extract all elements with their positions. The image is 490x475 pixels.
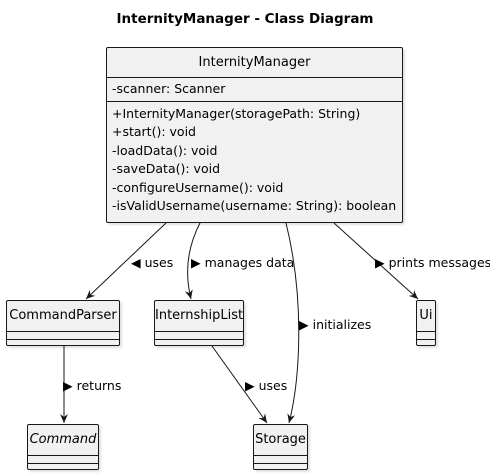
method: -isValidUsername(username: String): bool… xyxy=(112,198,397,213)
class-name: InternshipList xyxy=(155,308,244,323)
fields-section: -scanner: Scanner xyxy=(107,77,402,101)
class-name: Storage xyxy=(255,432,306,447)
class-storage[interactable]: Storage xyxy=(253,424,308,470)
fields-section xyxy=(7,331,119,339)
class-internity-manager[interactable]: InternityManager -scanner: Scanner +Inte… xyxy=(106,47,403,223)
fields-section xyxy=(417,331,435,339)
class-name: Command xyxy=(29,432,97,447)
methods-section xyxy=(254,463,307,464)
class-command[interactable]: Command xyxy=(27,424,99,470)
fields-section xyxy=(254,455,307,463)
direction-arrow-icon: ▶ xyxy=(63,378,73,393)
edge-initializes xyxy=(285,222,300,424)
label-manages-data: ▶ manages data xyxy=(191,255,295,270)
methods-section xyxy=(417,339,435,340)
method: -configureUsername(): void xyxy=(112,179,284,195)
class-name: InternityManager xyxy=(198,55,311,70)
edge-manages-data xyxy=(184,222,201,300)
direction-arrow-icon: ▶ xyxy=(375,255,385,270)
label-uses-command-parser: ◀ uses xyxy=(131,255,174,270)
methods-section xyxy=(155,339,243,340)
label-prints-messages: ▶ prints messages xyxy=(375,255,490,270)
direction-arrow-icon: ◀ xyxy=(131,255,141,270)
edge-uses-command-parser xyxy=(85,222,167,300)
class-ui[interactable]: Ui xyxy=(416,300,436,346)
methods-section: +InternityManager(storagePath: String) +… xyxy=(107,100,402,216)
label-initializes: ▶ initializes xyxy=(299,317,372,332)
class-internship-list[interactable]: InternshipList xyxy=(154,300,244,346)
field: -scanner: Scanner xyxy=(112,81,226,96)
methods-section xyxy=(7,339,119,340)
direction-arrow-icon: ▶ xyxy=(191,255,201,270)
fields-section xyxy=(155,331,243,339)
class-name: Ui xyxy=(419,308,433,323)
method: +start(): void xyxy=(112,124,196,139)
method: +InternityManager(storagePath: String) xyxy=(112,105,361,121)
direction-arrow-icon: ▶ xyxy=(245,378,255,393)
direction-arrow-icon: ▶ xyxy=(299,317,309,332)
label-returns: ▶ returns xyxy=(63,378,122,393)
fields-section xyxy=(28,455,98,463)
class-command-parser[interactable]: CommandParser xyxy=(6,300,120,346)
edge-prints-messages xyxy=(333,222,419,300)
label-uses-storage: ▶ uses xyxy=(245,378,288,393)
class-name: CommandParser xyxy=(9,308,117,323)
method: -loadData(): void xyxy=(112,142,218,158)
method: -saveData(): void xyxy=(112,161,221,176)
edge-uses-storage xyxy=(211,345,268,424)
diagram-title: InternityManager - Class Diagram xyxy=(116,11,374,27)
methods-section xyxy=(28,463,98,464)
